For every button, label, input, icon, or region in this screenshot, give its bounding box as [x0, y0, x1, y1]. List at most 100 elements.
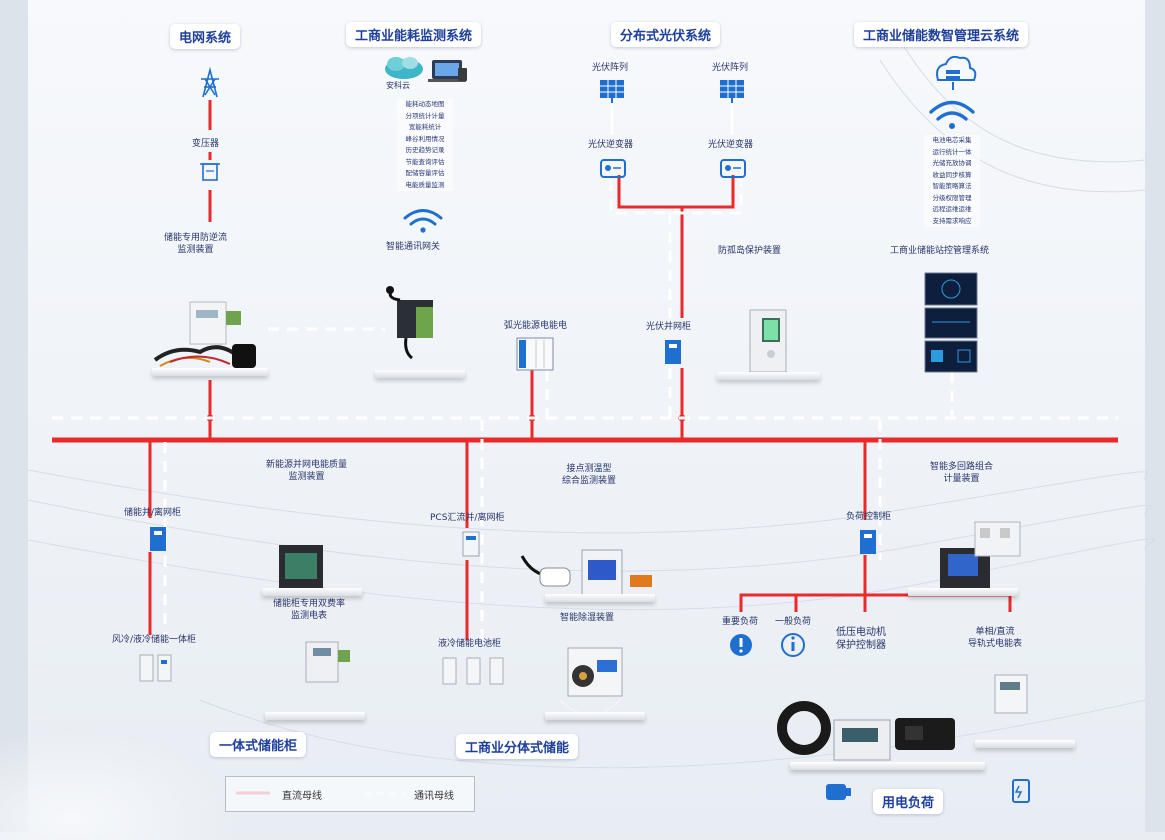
- motor-protector-devices: [777, 701, 955, 761]
- general-load-icon: [781, 633, 805, 657]
- liquid-battery-cabinet-icons: [442, 657, 504, 685]
- label-power-quality: 新能源并网电能质量监测装置: [266, 460, 348, 482]
- label-cloud-brand: 安科云: [386, 81, 410, 90]
- power-lines: [52, 100, 1118, 640]
- legend-dc-label: 直流母线: [282, 791, 322, 802]
- multi-circuit-meter: [940, 521, 1021, 588]
- function-list-item: 宽能耗统计: [408, 123, 442, 131]
- label-gateway: 智能通讯网关: [386, 242, 441, 252]
- energy-function-list: 能耗动态地图分项统计计量宽能耗统计峰谷利用情况历史趋势记录节能查询评估配储容量评…: [397, 99, 453, 191]
- communication-lines: [52, 180, 1118, 640]
- gateway-device: [386, 286, 433, 360]
- inverter-icon: [600, 159, 626, 178]
- label-inverter-right: 光伏逆变器: [708, 140, 754, 150]
- label-critical-load: 重要负荷: [722, 617, 759, 627]
- function-list-item: 光储充放协调: [932, 159, 972, 167]
- title-split-ess: 工商业分体式储能: [456, 734, 579, 759]
- label-station-management: 工商业储能站控管理系统: [890, 246, 990, 256]
- ev-charger-icon: [1012, 779, 1030, 803]
- label-dedicated-meter: 储能柜专用双费率监测电表: [273, 599, 346, 621]
- label-pv-array-left: 光伏阵列: [592, 63, 629, 73]
- function-list-item: 能耗动态地图: [405, 100, 445, 108]
- function-list-item: 历史趋势记录: [405, 146, 445, 154]
- function-list-item: 配储容量评估: [405, 169, 445, 177]
- title-cloud-system: 工商业储能数智管理云系统: [854, 22, 1029, 47]
- cloud-server-icon: [936, 55, 977, 90]
- label-air-liquid-cabinet: 风冷/液冷储能一体柜: [112, 635, 197, 645]
- title-load: 用电负荷: [873, 789, 944, 814]
- station-management-screens: [924, 272, 978, 373]
- cloud-function-list: 电池电芯采集运行统计一体光储充放协调收益同步核算智能策略算法分级权限管理远程运维…: [924, 135, 980, 227]
- shelf: [262, 588, 362, 596]
- label-pcs-cabinet: PCS汇流并/离网柜: [430, 513, 505, 523]
- title-pv-system: 分布式光伏系统: [611, 22, 721, 47]
- anti-islanding-device: [749, 309, 787, 373]
- shelf: [975, 740, 1075, 748]
- label-general-load: 一般负荷: [775, 617, 812, 627]
- transformer-icon: [200, 163, 220, 181]
- label-load-cabinet: 负荷控制柜: [846, 512, 892, 522]
- label-pv-array-right: 光伏阵列: [712, 63, 749, 73]
- power-quality-meter: [279, 545, 323, 589]
- function-list-item: 运行统计一体: [932, 147, 972, 156]
- title-energy-monitor: 工商业能耗监测系统: [346, 22, 482, 47]
- shelf: [908, 588, 1018, 596]
- label-transformer: 变压器: [192, 139, 220, 149]
- legend: 直流母线 通讯母线: [225, 776, 475, 812]
- shelf: [545, 594, 655, 602]
- function-list-item: 电池电芯采集: [932, 136, 972, 144]
- label-pv-grid-cabinet: 光伏并网柜: [646, 322, 692, 332]
- arc-energy-device: [516, 337, 554, 371]
- wifi-gateway-icon: [403, 209, 443, 233]
- pcs-cabinet-icon: [462, 531, 480, 557]
- title-grid-system: 电网系统: [170, 24, 241, 49]
- motor-icon: [826, 784, 851, 800]
- legend-comm-label: 通讯母线: [414, 791, 454, 802]
- din-rail-meter: [994, 674, 1028, 714]
- label-dehumidifier: 智能除湿装置: [560, 613, 615, 623]
- dual-rate-meter: [305, 641, 350, 683]
- critical-load-icon: [730, 634, 752, 656]
- transmission-tower-icon: [201, 66, 219, 98]
- function-list-item: 支持需求响应: [932, 216, 972, 225]
- devices-icon: [428, 60, 467, 82]
- label-multi-circuit: 智能多回路组合计量装置: [930, 462, 994, 484]
- label-anti-backflow: 储能专用防逆流监测装置: [164, 233, 228, 255]
- label-anti-islanding: 防孤岛保护装置: [718, 246, 782, 256]
- inverter-icon: [720, 159, 746, 178]
- decorative-waves: [27, 39, 1155, 769]
- function-list-item: 电能质量监测: [405, 180, 445, 189]
- function-list-item: 峰谷利用情况: [405, 134, 445, 143]
- label-ess-cabinet: 储能并/离网柜: [124, 508, 182, 518]
- label-contact-temp: 接点测温型综合监测装置: [562, 464, 617, 486]
- function-list-item: 分级权限管理: [932, 193, 972, 202]
- label-arc-device: 弧光能源电能电: [504, 321, 568, 331]
- wifi-cloud-icon: [929, 100, 975, 129]
- air-liquid-cabinet-icons: [139, 654, 172, 682]
- label-motor-protector: 低压电动机保护控制器: [836, 627, 886, 651]
- ess-cabinet-icon: [150, 527, 166, 551]
- label-liquid-battery: 液冷储能电池柜: [438, 639, 502, 649]
- function-list-item: 节能查询评估: [405, 157, 445, 166]
- function-list-item: 远程运维运维: [932, 205, 972, 213]
- pv-panel-icon: [600, 80, 624, 103]
- function-list-item: 智能策略算法: [932, 182, 972, 190]
- shelf: [265, 712, 365, 720]
- shelf: [790, 762, 985, 770]
- shelf: [545, 712, 645, 720]
- shelf: [717, 372, 820, 380]
- load-cabinet-icon: [860, 530, 876, 554]
- function-list-item: 分项统计计量: [405, 111, 445, 120]
- pv-panel-icon: [720, 80, 744, 103]
- title-integrated-ess: 一体式储能柜: [210, 732, 307, 757]
- cloud-platform-logo: [385, 57, 423, 79]
- label-inverter-left: 光伏逆变器: [588, 140, 634, 150]
- shelf: [152, 368, 268, 376]
- function-list-item: 收益同步核算: [932, 170, 972, 179]
- label-din-meter: 单相/直流导轨式电能表: [968, 627, 1023, 649]
- pv-grid-cabinet-icon: [665, 340, 681, 364]
- anti-backflow-device: [153, 301, 256, 368]
- foreground-blur: [0, 730, 240, 840]
